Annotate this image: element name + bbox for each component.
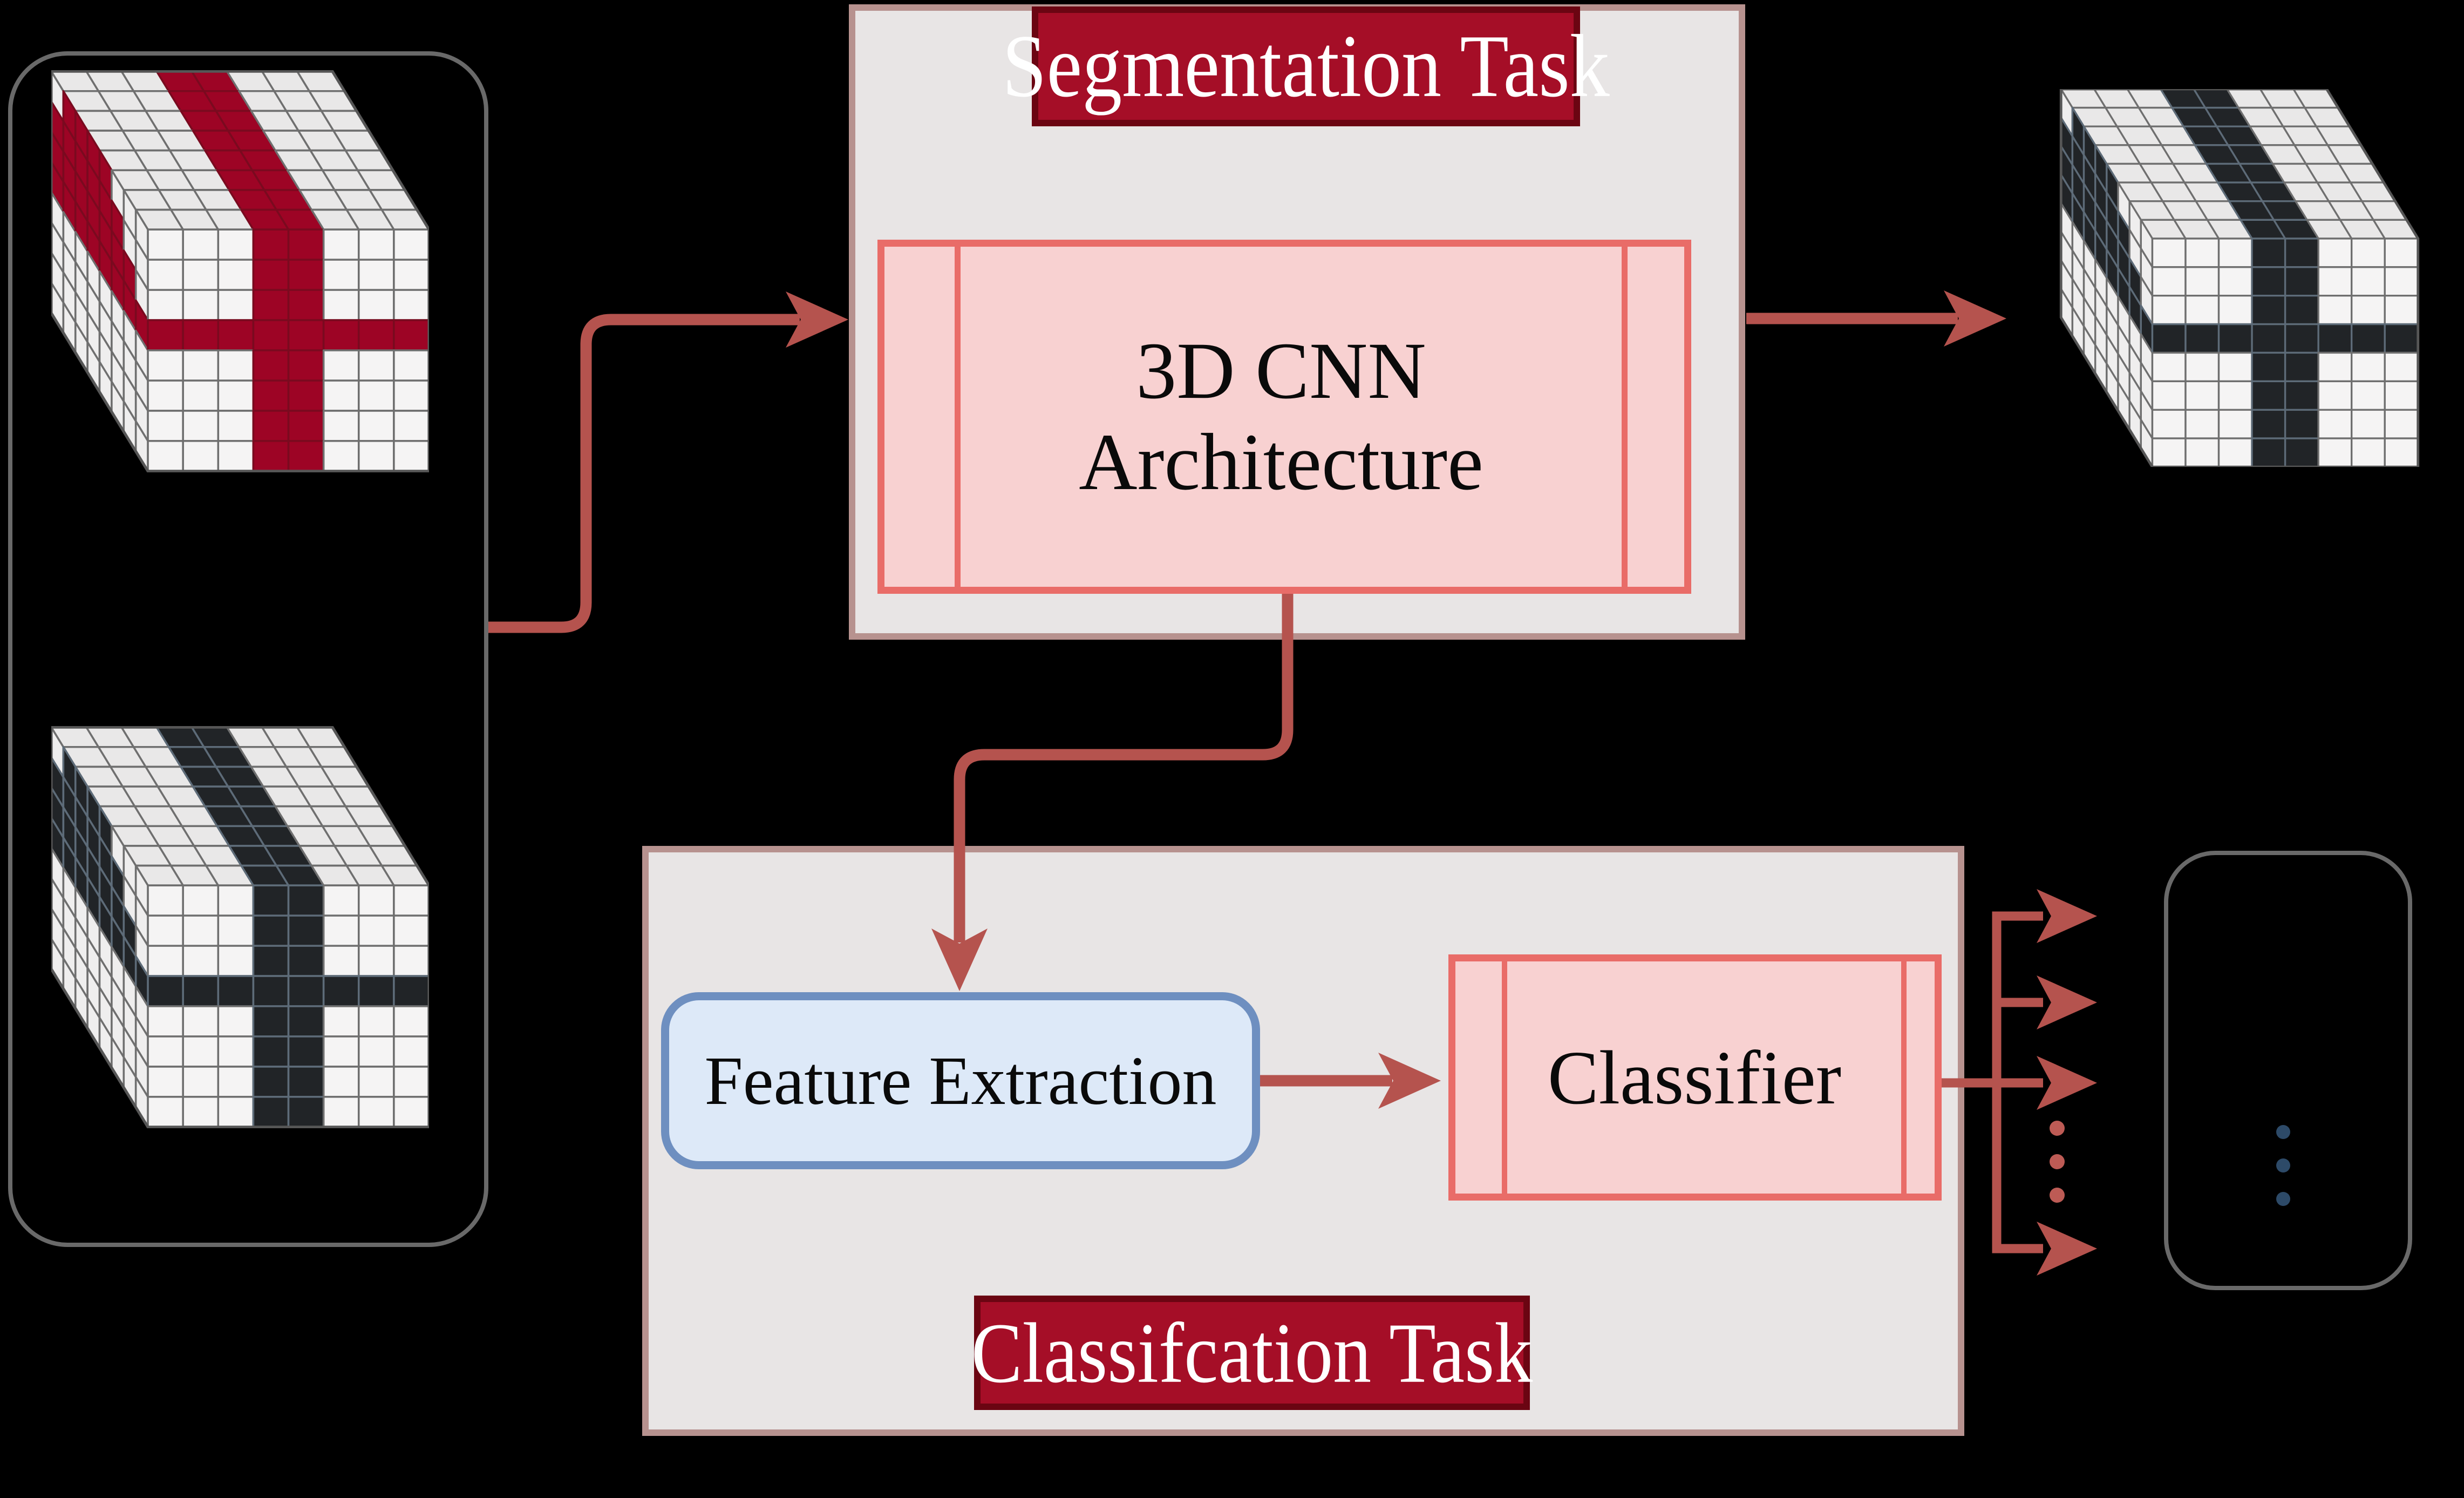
feature-extraction-box: Feature Extraction <box>661 992 1260 1169</box>
cnn-architecture-label: 3D CNN Architecture <box>961 247 1602 587</box>
cnn-left-divider <box>955 247 961 587</box>
output-classes-panel <box>2164 851 2412 1290</box>
output-cube-segmented <box>2059 89 2420 467</box>
classification-title-text: Classifcation Task <box>971 1305 1533 1401</box>
classifier-label: Classifier <box>1547 1035 1842 1120</box>
feature-extraction-label: Feature Extraction <box>704 1042 1217 1119</box>
cnn-label-line1: 3D CNN <box>1136 326 1426 416</box>
segmentation-title-badge: Segmentation Task <box>1002 6 1610 126</box>
input-panel <box>8 51 488 1247</box>
classifier-box: Classifier <box>1448 954 1942 1201</box>
classifier-left-divider <box>1502 961 1507 1194</box>
classifier-right-divider <box>1901 961 1907 1194</box>
cnn-architecture-box: 3D CNN Architecture <box>877 240 1691 594</box>
input-cube-raw <box>51 726 429 1128</box>
cnn-right-divider <box>1622 247 1628 587</box>
cnn-label-line2: Architecture <box>1079 417 1483 507</box>
classification-title-badge: Classifcation Task <box>971 1296 1533 1410</box>
input-cube-annotated <box>51 70 429 472</box>
classifier-label-wrap: Classifier <box>1502 961 1887 1194</box>
segmentation-title-text: Segmentation Task <box>1002 17 1610 116</box>
